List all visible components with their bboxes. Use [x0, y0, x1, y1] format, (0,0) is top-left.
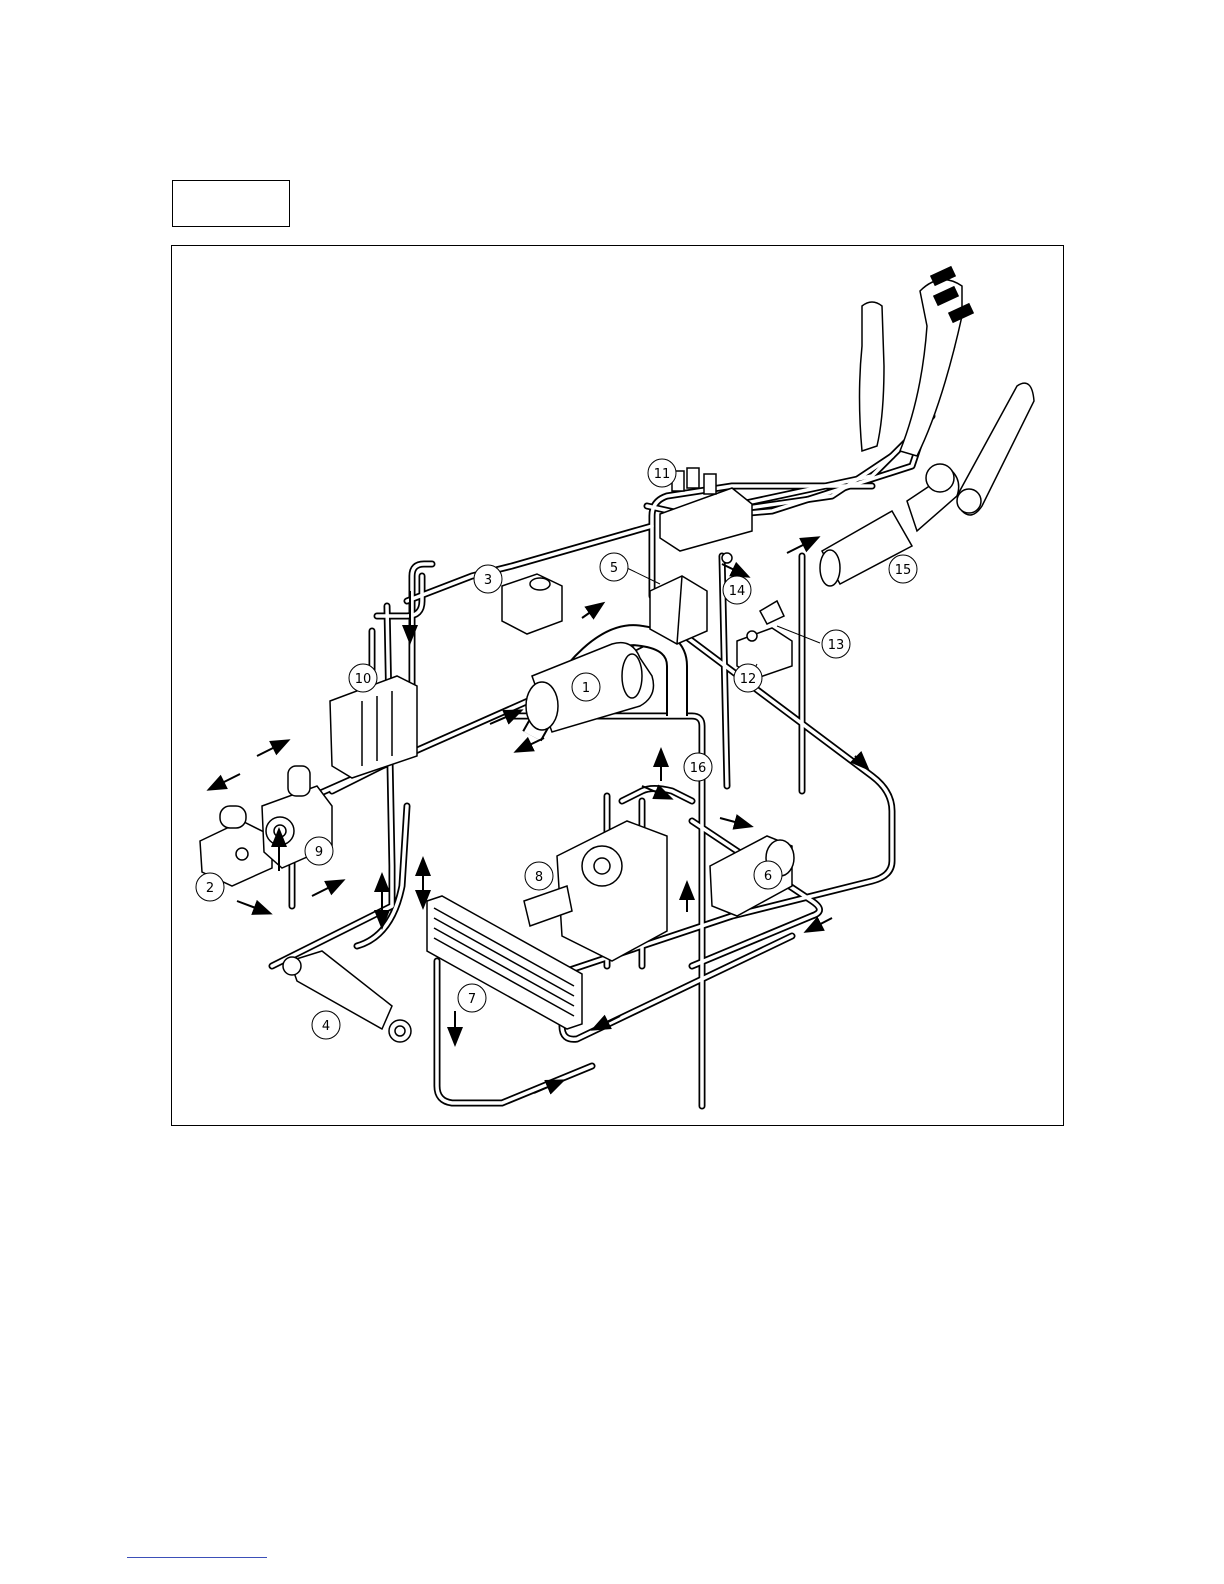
callout-9: 9: [305, 837, 333, 865]
svg-text:7: 7: [468, 992, 476, 1007]
figure-label-box: [172, 180, 290, 227]
hydraulic-diagram-frame: 1 2 3 4 5 6 7 8: [171, 245, 1064, 1126]
callout-11: 11: [648, 459, 676, 487]
valve-block-10: [330, 676, 417, 778]
callout-2: 2: [196, 873, 224, 901]
svg-text:8: 8: [535, 870, 543, 885]
svg-text:10: 10: [355, 672, 372, 687]
callout-6: 6: [754, 861, 782, 889]
callout-1: 1: [572, 673, 600, 701]
manifold-block-5: [650, 576, 707, 644]
svg-text:16: 16: [690, 761, 707, 776]
svg-text:1: 1: [582, 681, 590, 696]
callout-4: 4: [312, 1011, 340, 1039]
svg-text:4: 4: [322, 1019, 330, 1034]
callout-8: 8: [525, 862, 553, 890]
svg-text:13: 13: [828, 638, 845, 653]
callout-13: 13: [822, 630, 850, 658]
callout-5: 5: [600, 553, 628, 581]
svg-text:3: 3: [484, 573, 492, 588]
callout-7: 7: [458, 984, 486, 1012]
callout-12: 12: [734, 664, 762, 692]
valve-3: [502, 574, 562, 634]
callout-15: 15: [889, 555, 917, 583]
cylinder-4: [283, 951, 411, 1042]
svg-text:11: 11: [654, 467, 671, 482]
callout-10: 10: [349, 664, 377, 692]
callout-14: 14: [723, 576, 751, 604]
footer-rule: [127, 1557, 267, 1558]
svg-text:2: 2: [206, 881, 214, 896]
svg-text:6: 6: [764, 869, 772, 884]
svg-text:14: 14: [729, 584, 746, 599]
svg-text:5: 5: [610, 561, 618, 576]
motor-8: [524, 821, 667, 961]
callout-16: 16: [684, 753, 712, 781]
svg-text:12: 12: [740, 672, 757, 687]
callout-3: 3: [474, 565, 502, 593]
svg-text:9: 9: [315, 845, 323, 860]
svg-text:15: 15: [895, 563, 912, 578]
hydraulic-circuit-drawing: 1 2 3 4 5 6 7 8: [172, 246, 1065, 1127]
